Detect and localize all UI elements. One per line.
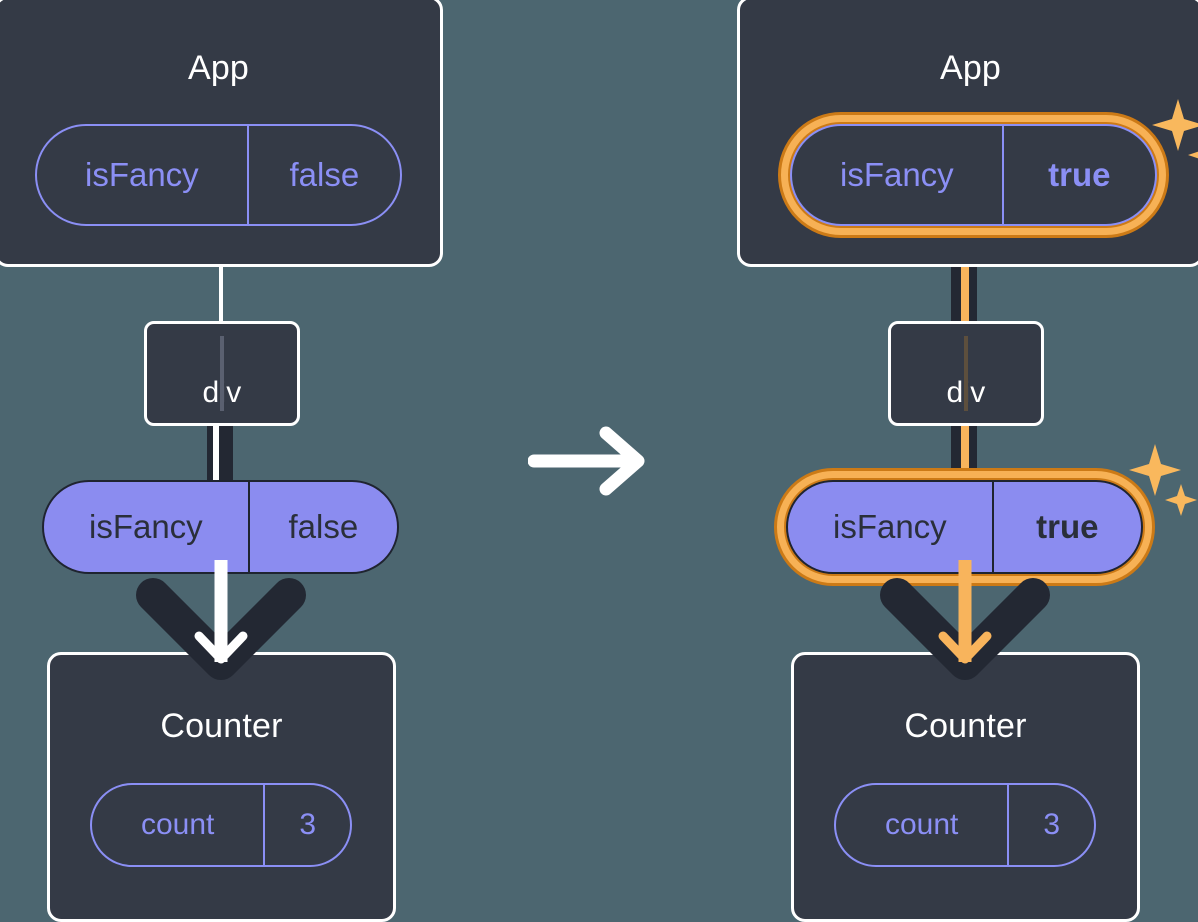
state-value: true xyxy=(1001,126,1155,224)
props-pill-before[interactable]: isFancy false xyxy=(42,480,399,574)
prop-value: false xyxy=(247,482,397,572)
app-box-title: App xyxy=(187,49,250,87)
tree-before: App isFancy false div isFancy false Coun… xyxy=(0,0,460,922)
app-state-pill-after[interactable]: isFancy true xyxy=(790,124,1157,226)
tree-after: App isFancy true div isFancy true xyxy=(737,0,1198,922)
state-value: 3 xyxy=(1007,785,1094,865)
state-key: count xyxy=(884,808,959,841)
counter-box-title: Counter xyxy=(160,707,283,745)
prop-value: true xyxy=(991,482,1141,572)
sparkle-icon xyxy=(1152,99,1198,159)
div-element-box-after[interactable]: div xyxy=(888,321,1044,426)
props-pill-after[interactable]: isFancy true xyxy=(786,480,1143,574)
right-arrow-icon xyxy=(528,426,645,496)
state-key: count xyxy=(140,808,215,841)
counter-state-pill-after[interactable]: count 3 xyxy=(834,783,1096,867)
connector-div-to-props-after xyxy=(961,420,969,492)
props-flow-arrow-after xyxy=(880,560,1050,680)
div-element-box-before[interactable]: div xyxy=(144,321,300,426)
state-key: isFancy xyxy=(84,156,199,193)
sparkle-icon xyxy=(1129,444,1197,516)
props-flow-arrow-before xyxy=(136,560,306,680)
connector-div-to-props-before xyxy=(213,420,219,492)
counter-state-pill-before[interactable]: count 3 xyxy=(90,783,352,867)
state-value: false xyxy=(246,126,400,224)
connector-app-to-div-after xyxy=(961,226,969,324)
state-key: isFancy xyxy=(839,156,954,193)
connector-passthrough-line xyxy=(964,336,968,411)
connector-app-to-div-before xyxy=(219,226,223,324)
prop-key: isFancy xyxy=(832,508,947,545)
state-value: 3 xyxy=(263,785,350,865)
connector-passthrough-line xyxy=(220,336,224,411)
app-box-title: App xyxy=(939,49,1002,87)
app-state-pill-before[interactable]: isFancy false xyxy=(35,124,402,226)
prop-key: isFancy xyxy=(88,508,203,545)
counter-box-title: Counter xyxy=(904,707,1027,745)
